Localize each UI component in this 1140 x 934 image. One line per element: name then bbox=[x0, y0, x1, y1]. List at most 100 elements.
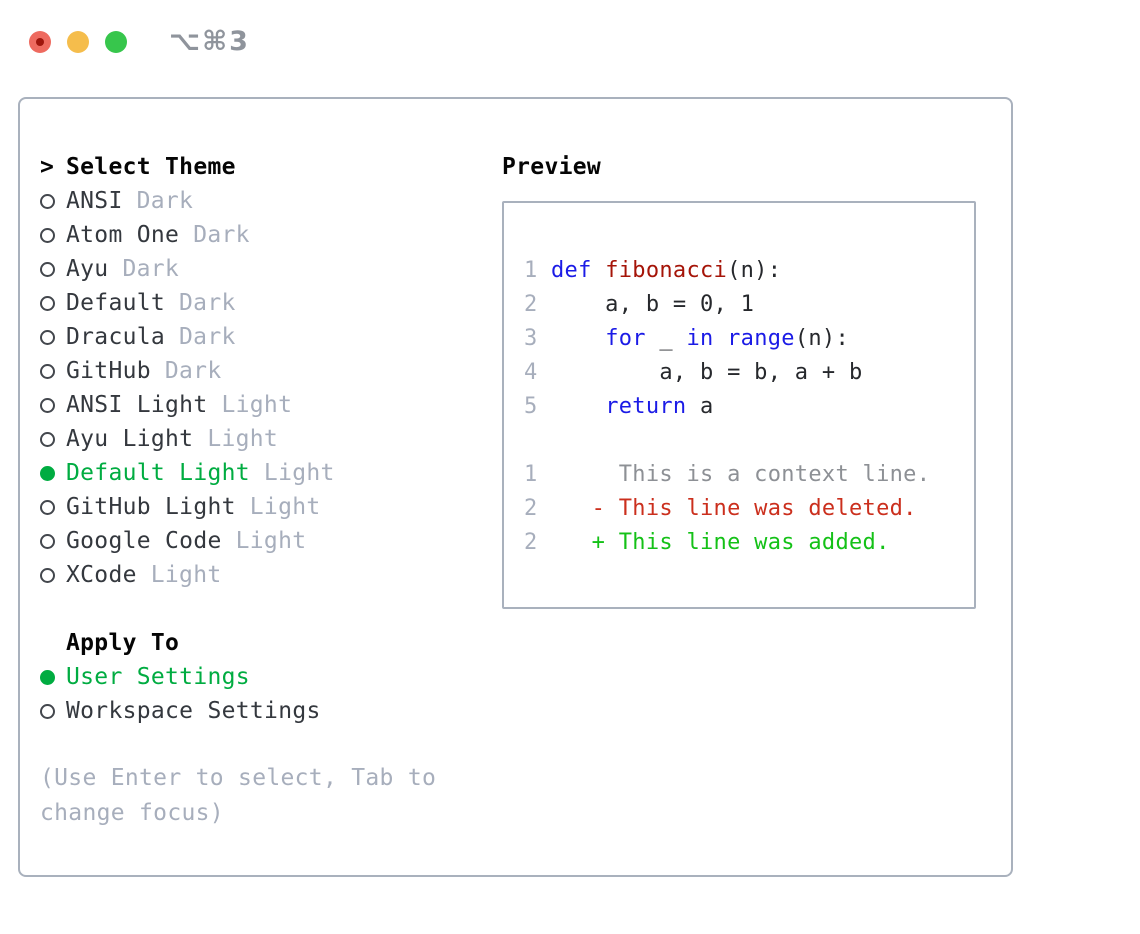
theme-name: Atom One bbox=[66, 222, 180, 248]
select-theme-header: > Select Theme bbox=[40, 150, 474, 184]
radio-icon bbox=[40, 397, 55, 413]
code-line: 2 - This line was deleted. bbox=[524, 491, 958, 525]
code-segment: def bbox=[551, 257, 592, 283]
close-button[interactable] bbox=[29, 30, 51, 53]
code-segments: return a bbox=[551, 394, 714, 419]
radio-icon bbox=[40, 567, 55, 583]
theme-name: ANSI Light bbox=[66, 392, 208, 418]
theme-variant-badge: Dark bbox=[193, 222, 250, 248]
line-number: 5 bbox=[524, 393, 538, 419]
code-segment: (n): bbox=[794, 325, 850, 351]
code-segment: + This line was added. bbox=[551, 529, 890, 555]
theme-variant-badge: Dark bbox=[179, 324, 236, 350]
theme-name: Google Code bbox=[66, 528, 222, 554]
code-line: 3 for _ in range(n): bbox=[524, 321, 958, 355]
radio-column bbox=[40, 567, 66, 583]
code-segment: return bbox=[605, 393, 687, 419]
theme-variant-badge: Light bbox=[235, 528, 307, 554]
theme-list-column: > Select Theme ANSI Dark bbox=[40, 150, 474, 831]
code-line bbox=[524, 423, 958, 457]
code-segment: range bbox=[727, 325, 795, 351]
line-number: 1 bbox=[524, 461, 538, 487]
radio-icon bbox=[40, 227, 55, 243]
window-titlebar: ⌥⌘3 bbox=[29, 26, 250, 57]
radio-column bbox=[40, 227, 66, 243]
code-content: for _ in range(n): bbox=[551, 326, 849, 351]
radio-column bbox=[40, 397, 66, 413]
theme-name: XCode bbox=[66, 562, 137, 588]
line-number: 4 bbox=[524, 359, 538, 385]
theme-variant-badge: Light bbox=[150, 562, 222, 588]
line-number: 1 bbox=[524, 257, 538, 283]
apply-to-option-row[interactable]: User Settings bbox=[40, 660, 474, 694]
code-content: + This line was added. bbox=[551, 530, 890, 555]
theme-option-row[interactable]: XCode Light bbox=[40, 558, 474, 592]
theme-name: GitHub bbox=[66, 358, 151, 384]
theme-option-row[interactable]: Atom One Dark bbox=[40, 218, 474, 252]
theme-name: GitHub Light bbox=[66, 494, 236, 520]
code-segment: a, b = b, a + b bbox=[551, 359, 863, 385]
theme-option-row[interactable]: Ayu Light Light bbox=[40, 422, 474, 456]
radio-column bbox=[40, 703, 66, 719]
zoom-button[interactable] bbox=[105, 30, 127, 53]
theme-option-row[interactable]: Dracula Dark bbox=[40, 320, 474, 354]
radio-column bbox=[40, 329, 66, 345]
code-segment bbox=[551, 326, 605, 351]
code-line: 5 return a bbox=[524, 389, 958, 423]
radio-column bbox=[40, 533, 66, 549]
code-line: 2 + This line was added. bbox=[524, 525, 958, 559]
radio-icon bbox=[40, 703, 55, 719]
code-segments: def fibonacci(n): bbox=[551, 258, 781, 283]
theme-option-row[interactable]: Default Light Light bbox=[40, 456, 474, 490]
theme-variant-badge: Dark bbox=[136, 188, 194, 214]
code-segment bbox=[592, 258, 606, 283]
code-content: a, b = b, a + b bbox=[551, 360, 863, 385]
theme-name: ANSI bbox=[66, 188, 123, 214]
code-segment: - This line was deleted. bbox=[551, 495, 917, 521]
apply-to-header: Apply To bbox=[40, 626, 474, 660]
theme-variant-badge: Dark bbox=[179, 290, 236, 316]
code-segment bbox=[551, 394, 605, 419]
theme-variant-badge: Light bbox=[221, 392, 293, 418]
radio-column bbox=[40, 499, 66, 515]
code-segments: for _ in range(n): bbox=[551, 326, 849, 351]
code-segments: a, b = 0, 1 bbox=[551, 292, 754, 317]
radio-icon bbox=[40, 431, 55, 447]
code-segment: _ bbox=[645, 325, 687, 351]
radio-column bbox=[40, 295, 66, 311]
theme-option-row[interactable]: Google Code Light bbox=[40, 524, 474, 558]
preview-header: Preview bbox=[502, 150, 976, 184]
keyboard-hint: (Use Enter to select, Tab to change focu… bbox=[40, 765, 437, 826]
theme-variant-badge: Dark bbox=[122, 256, 180, 282]
code-segment: This is a context line. bbox=[551, 461, 931, 487]
select-theme-label: Select Theme bbox=[66, 154, 236, 180]
code-segments: This is a context line. bbox=[551, 462, 930, 487]
code-segments: a, b = b, a + b bbox=[551, 360, 863, 385]
theme-name: Ayu Light bbox=[66, 426, 194, 452]
theme-option-row[interactable]: GitHub Dark bbox=[40, 354, 474, 388]
apply-to-label: Apply To bbox=[66, 630, 180, 656]
apply-to-option-row[interactable]: Workspace Settings bbox=[40, 694, 474, 728]
theme-option-row[interactable]: Ayu Dark bbox=[40, 252, 474, 286]
cursor-column: > bbox=[40, 154, 66, 180]
preview-label: Preview bbox=[502, 154, 602, 180]
code-segment: fibonacci bbox=[605, 257, 728, 283]
radio-column bbox=[40, 669, 66, 685]
apply-to-options-list: User Settings Workspace Settings bbox=[40, 660, 474, 728]
theme-option-row[interactable]: ANSI Dark bbox=[40, 184, 474, 218]
code-content: return a bbox=[551, 394, 714, 419]
code-content: This is a context line. bbox=[551, 462, 930, 487]
theme-name: Default bbox=[66, 290, 166, 316]
theme-option-row[interactable]: ANSI Light Light bbox=[40, 388, 474, 422]
theme-option-row[interactable]: GitHub Light Light bbox=[40, 490, 474, 524]
theme-option-row[interactable]: Default Dark bbox=[40, 286, 474, 320]
minimize-button[interactable] bbox=[67, 30, 89, 53]
theme-variant-badge: Dark bbox=[164, 358, 222, 384]
radio-icon bbox=[40, 295, 55, 311]
radio-column bbox=[40, 363, 66, 379]
code-segments: + This line was added. bbox=[551, 530, 890, 555]
